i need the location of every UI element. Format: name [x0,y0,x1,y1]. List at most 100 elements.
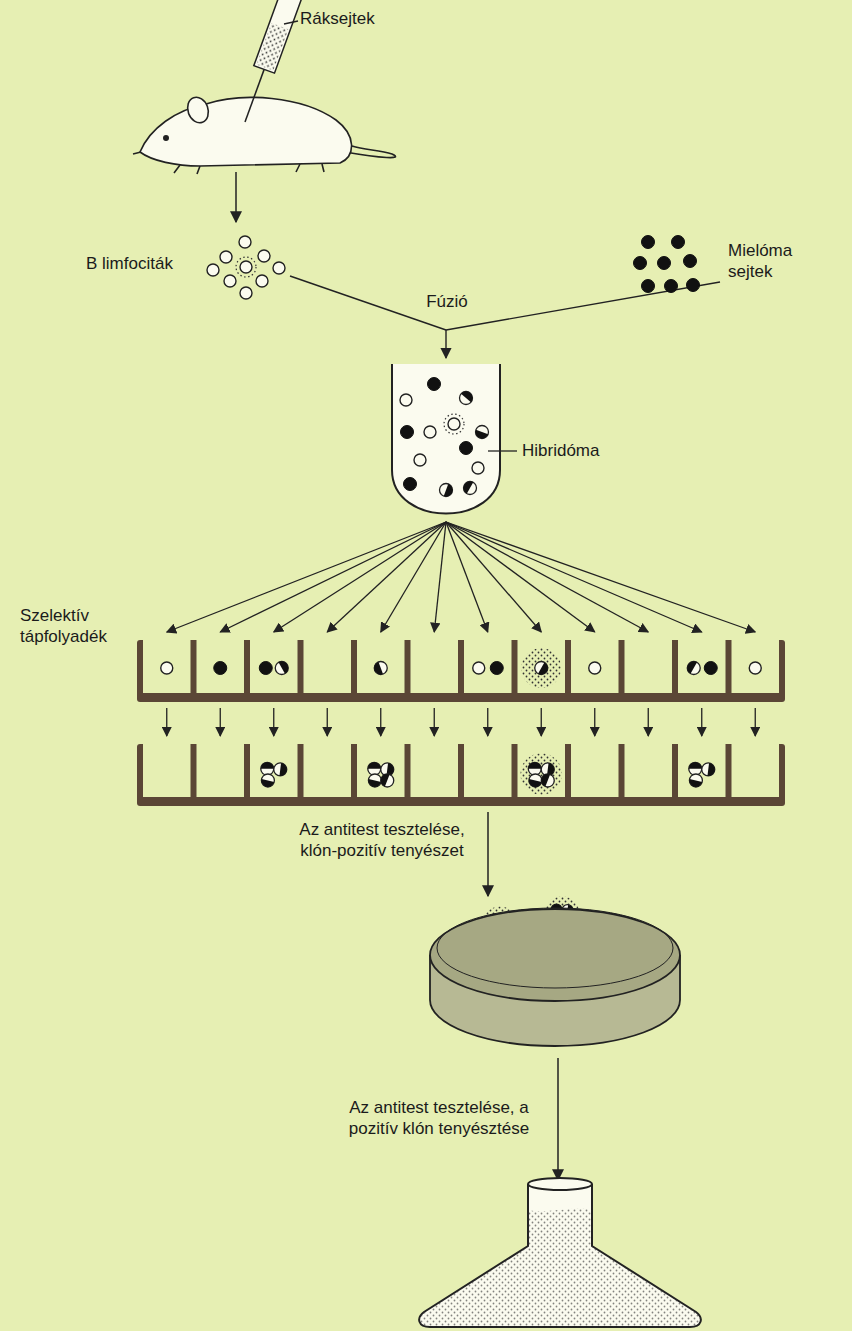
well [143,639,191,693]
well [678,743,726,797]
myeloma-cell [428,378,441,391]
distribution-arrow [381,522,446,632]
b-cell [220,251,232,263]
b-cell [472,462,484,474]
hybridoma-half [528,762,541,769]
well [143,743,191,797]
hybridoma-cell [261,762,274,775]
step-label: Az antitest tesztelése, a pozitív klón t… [330,1098,548,1139]
cell-label: Mielóma sejtek [728,241,828,282]
step-label: Fúzió [412,292,482,313]
b-cell [258,250,270,262]
leader-line [488,450,517,451]
distribution-arrow [446,522,702,632]
b-cell [473,662,485,674]
fusion-lines [290,276,720,358]
cell-label: Hibridóma [522,441,599,462]
hybridoma-half [461,479,473,494]
antibody-halo [236,257,256,277]
b-cell [749,662,761,674]
antibody-halo [444,414,464,434]
hybridoma-half [528,779,542,788]
arrow [220,708,221,736]
mouse [133,94,395,174]
arrow [380,708,381,736]
arrow [701,708,702,736]
arrow [594,708,595,736]
arrow [166,708,167,736]
distribution-arrow [220,522,446,632]
myeloma-cell [460,442,473,455]
arrow [487,708,488,736]
well [411,639,459,693]
step-label: Az antitest tesztelése, klón-pozitív ten… [284,820,480,861]
petri-dish [430,908,680,1046]
well [518,639,566,693]
myeloma-cell [704,662,717,675]
hybridoma-cell [689,762,702,775]
distribution-arrow [167,522,446,632]
well [411,743,459,797]
hybridoma-half [685,659,697,674]
arrow [235,172,237,222]
well-plate [137,744,785,806]
well [625,639,673,693]
cell-label: Ráksejtek [300,9,375,30]
medium-label: Szelektív tápfolyadék [20,606,132,647]
well [518,743,566,797]
hybridoma-cell [368,762,381,775]
syringe [235,0,308,126]
well-plate [137,640,785,702]
hybridoma-half [279,659,291,674]
b-cell [240,261,252,273]
test-tube [392,364,500,514]
distribution-arrow [446,522,488,632]
well [732,639,780,693]
myeloma-cell [642,280,655,293]
well [464,743,512,797]
flask [419,1178,701,1327]
hybridoma-half [261,762,274,769]
well [464,639,512,693]
well [678,639,726,693]
distribution-arrow [274,522,446,632]
well-strips [137,522,785,806]
hybridoma-cell [528,762,541,775]
hybridoma-cell [274,763,287,776]
myeloma-cell [658,257,671,270]
leader-line [284,21,298,24]
b-cell [400,394,412,406]
hybridoma-half [367,779,381,788]
b-cell [224,275,236,287]
well [357,639,405,693]
cell-label: B limfociták [86,254,173,275]
distribution-arrow [327,522,446,632]
well [250,639,298,693]
hybridoma-half [372,662,383,676]
myeloma-cell [634,257,647,270]
b-cell [256,275,268,287]
b-cell [448,418,460,430]
b-cell [239,236,251,248]
arrow [541,708,542,736]
b-cell [424,426,436,438]
b-cell [240,287,252,299]
well [197,743,245,797]
distribution-arrow [446,522,755,632]
myeloma-cell [404,478,417,491]
arrow [273,708,274,736]
b-cell [161,662,173,674]
arrow [648,708,649,736]
hybridoma-half [444,484,455,498]
myeloma-cell [259,662,272,675]
arrow [755,708,756,736]
well [357,743,405,797]
hybridoma-half [474,430,488,441]
distribution-arrow [446,522,648,632]
hybridoma-half [707,763,715,777]
b-cell [414,454,426,466]
hybridoma-half [688,779,702,788]
well [732,743,780,797]
myeloma-cell [490,662,503,675]
myeloma-cell [665,280,678,293]
